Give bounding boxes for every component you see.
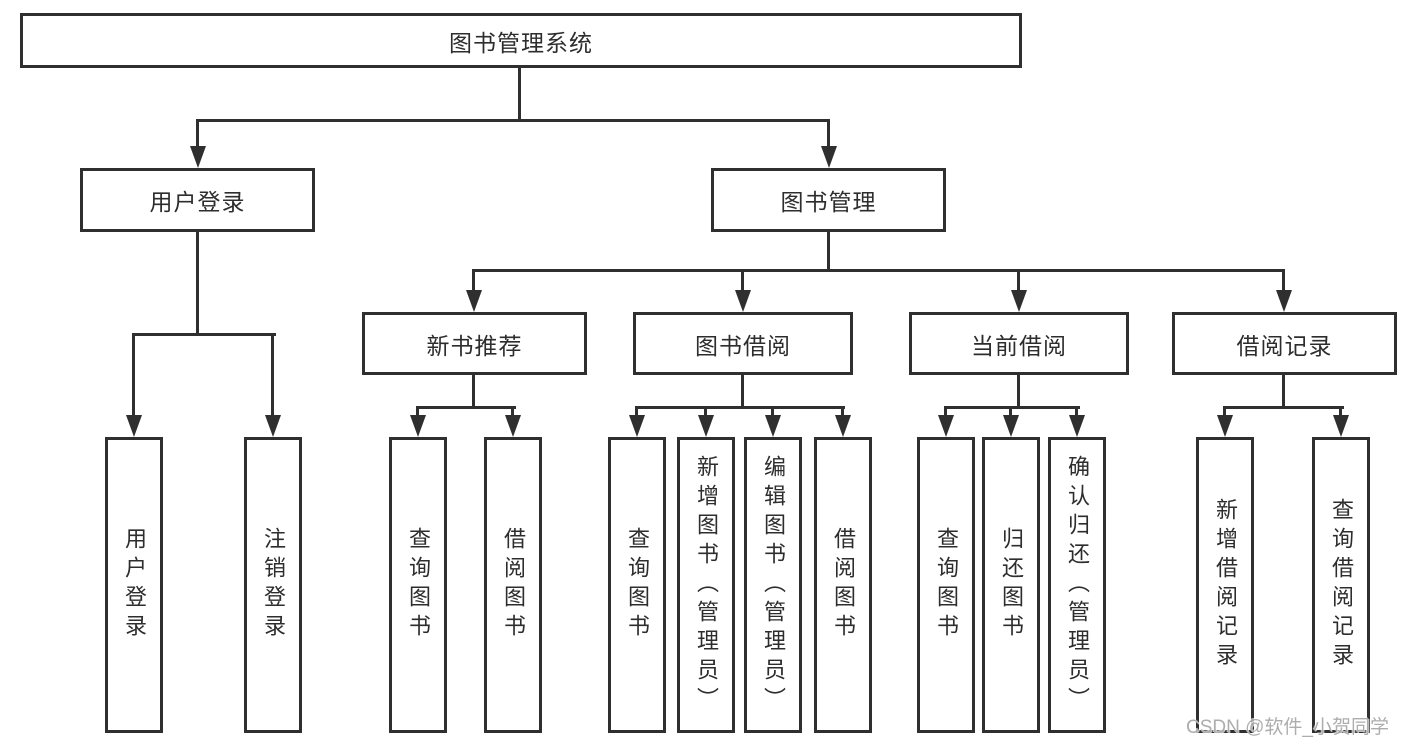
leaf-label: 借阅图书 [831,527,856,643]
arrow-down-icon [466,290,482,312]
leaf-borrow-books-recommend: 借阅图书 [484,437,542,733]
leaf-label: 查询借阅记录 [1329,498,1354,672]
leaf-borrow-books-borrowing: 借阅图书 [814,437,872,733]
leaf-label: 归还图书 [999,527,1024,643]
arrow-down-icon [835,415,851,437]
csdn-watermark: CSDN @软件_小贺同学 [1186,717,1389,738]
connector-line [741,375,744,408]
connector-line [827,119,830,148]
connector-line [416,406,516,409]
node-current-borrowing: 当前借阅 [909,312,1129,375]
arrow-down-icon [1003,415,1019,437]
leaf-label: 查询图书 [625,527,650,643]
connector-line [771,406,774,418]
connector-line [473,269,1285,272]
arrow-down-icon [410,415,426,437]
connector-line [132,333,135,417]
connector-line [132,333,276,336]
connector-line [1009,406,1012,418]
node-user-login: 用户登录 [80,168,315,232]
connector-line [1075,406,1078,418]
connector-line [1017,375,1020,408]
leaf-label: 查询图书 [406,527,431,643]
arrow-down-icon [190,146,206,168]
connector-line [1017,269,1020,293]
arrow-down-icon [265,415,281,437]
leaf-add-borrow-record: 新增借阅记录 [1196,437,1254,733]
connector-line [472,375,475,408]
arrow-down-icon [505,415,521,437]
node-library-system: 图书管理系统 [20,13,1022,68]
node-label: 当前借阅 [971,332,1067,359]
connector-line [1282,375,1285,408]
connector-line [704,406,707,418]
node-new-book-recommend: 新书推荐 [362,312,587,375]
node-label: 新书推荐 [426,332,523,359]
leaf-query-books-borrowing: 查询图书 [608,437,666,733]
connector-line [841,406,844,418]
arrow-down-icon [1217,415,1233,437]
node-label: 图书借阅 [695,332,791,359]
leaf-query-books-current: 查询图书 [917,437,975,733]
connector-line [1282,269,1285,293]
connector-line [944,406,947,418]
leaf-label: 确认归还（管理员） [1065,454,1090,716]
connector-line [944,406,1080,409]
arrow-down-icon [629,415,645,437]
connector-line [635,406,638,418]
connector-line [1339,406,1342,418]
arrow-down-icon [938,415,954,437]
leaf-confirm-return-admin: 确认归还（管理员） [1048,437,1106,733]
leaf-return-book: 归还图书 [982,437,1040,733]
node-label: 用户登录 [149,189,246,215]
arrow-down-icon [698,415,714,437]
leaf-user-login: 用户登录 [105,437,163,733]
node-book-borrowing: 图书借阅 [633,312,853,375]
arrow-down-icon [1069,415,1085,437]
connector-line [827,232,830,270]
leaf-label: 新增图书（管理员） [694,454,719,716]
arrow-down-icon [735,290,751,312]
node-label: 图书管理系统 [449,29,593,56]
leaf-label: 借阅图书 [501,527,526,643]
connector-line [196,119,199,148]
leaf-logout: 注销登录 [244,437,302,733]
arrow-down-icon [126,415,142,437]
leaf-label: 注销登录 [261,527,286,643]
connector-line [511,406,514,418]
connector-line [196,119,830,122]
leaf-query-borrow-record: 查询借阅记录 [1312,437,1370,733]
arrow-down-icon [1276,290,1292,312]
leaf-query-books-recommend: 查询图书 [389,437,447,733]
connector-line [1223,406,1344,409]
arrow-down-icon [821,146,837,168]
leaf-label: 编辑图书（管理员） [761,454,786,716]
node-label: 图书管理 [780,189,877,215]
connector-line [472,269,475,293]
node-borrow-records: 借阅记录 [1172,312,1397,375]
arrow-down-icon [1333,415,1349,437]
leaf-label: 新增借阅记录 [1213,498,1238,672]
connector-line [196,232,199,335]
connector-line [518,68,521,121]
connector-line [416,406,419,418]
node-book-management: 图书管理 [711,168,946,232]
connector-line [271,333,274,417]
leaf-edit-book-admin: 编辑图书（管理员） [744,437,802,733]
connector-line [741,269,744,293]
leaf-add-book-admin: 新增图书（管理员） [677,437,735,733]
leaf-label: 用户登录 [122,527,147,643]
arrow-down-icon [1011,290,1027,312]
node-label: 借阅记录 [1236,332,1333,359]
connector-line [635,406,845,409]
arrow-down-icon [765,415,781,437]
connector-line [1223,406,1226,418]
leaf-label: 查询图书 [934,527,959,643]
